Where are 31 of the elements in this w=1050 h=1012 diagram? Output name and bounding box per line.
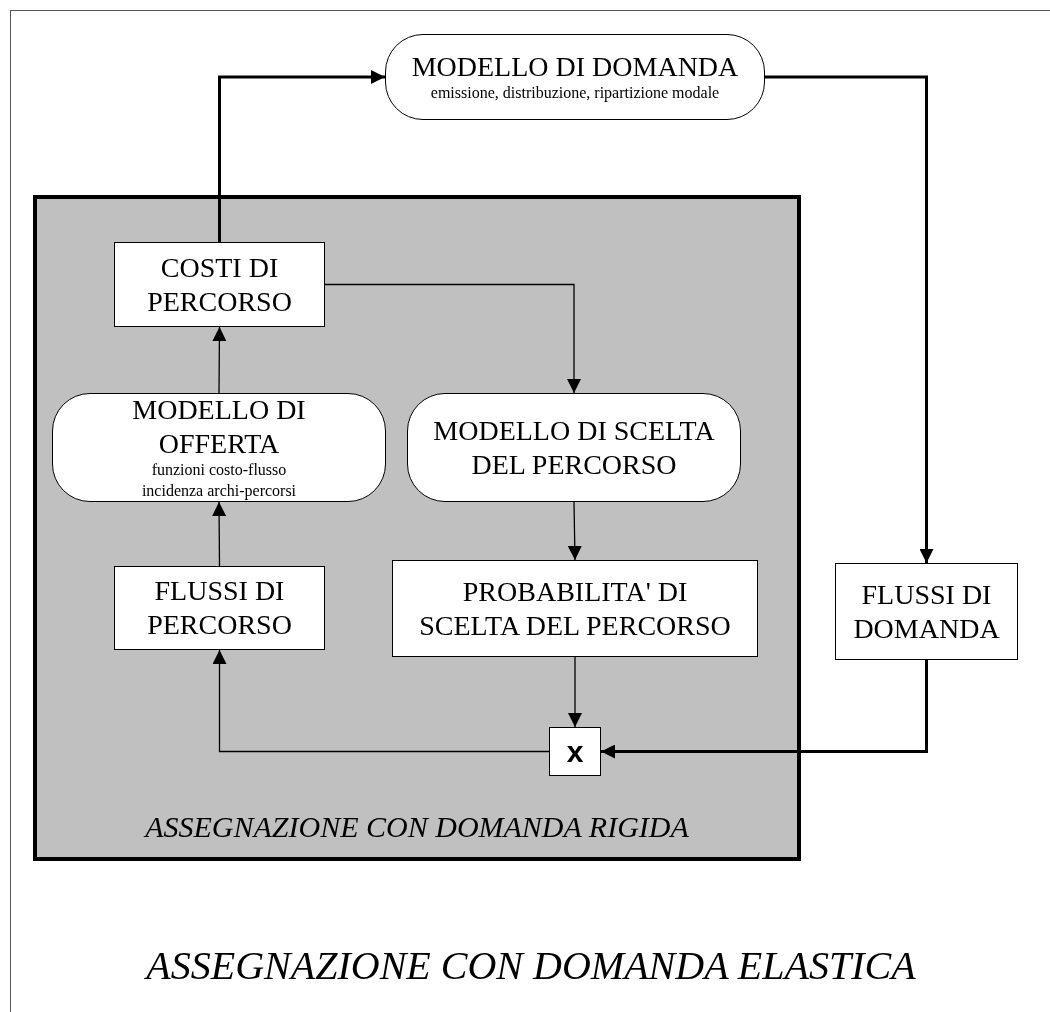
model-rounded-box (52, 393, 386, 502)
process-box (114, 566, 325, 650)
group-panel (33, 195, 801, 861)
box-title: FLUSSI DI PERCORSO (146, 574, 293, 642)
box-title: FLUSSI DI DOMANDA (852, 577, 1001, 646)
arrow (218, 70, 385, 242)
box-subtitle: funzioni costo-flusso (151, 460, 287, 481)
process-box (392, 560, 758, 657)
arrow (212, 501, 227, 567)
box-title: COSTI DI PERCORSO (146, 250, 293, 319)
box-title: PROBABILITA' DI SCELTA DEL PERCORSO (418, 574, 732, 643)
box-title: MODELLO DI DOMANDA (410, 49, 740, 84)
multiply-box (549, 727, 601, 776)
process-box (114, 242, 325, 327)
arrow (765, 75, 934, 563)
arrow (568, 656, 582, 728)
frame-border (10, 10, 1050, 1012)
group-title: ASSEGNAZIONE CON DOMANDA RIGIDA (145, 808, 689, 845)
box-subtitle: incidenza archi-percorsi (141, 481, 297, 502)
arrow (567, 501, 582, 561)
box-title: MODELLO DI OFFERTA (131, 393, 307, 461)
arrow (601, 660, 928, 759)
frame-title: ASSEGNAZIONE CON DOMANDA ELASTICA (146, 942, 916, 990)
arrow (212, 649, 550, 753)
box-subtitle: emissione, distribuzione, ripartizione modale (430, 83, 720, 104)
box-title: x (566, 736, 584, 767)
arrow (212, 326, 227, 394)
process-box (835, 563, 1018, 660)
box-title: MODELLO DI SCELTA DEL PERCORSO (432, 413, 716, 482)
arrow (324, 283, 581, 394)
model-rounded-box (407, 393, 741, 502)
